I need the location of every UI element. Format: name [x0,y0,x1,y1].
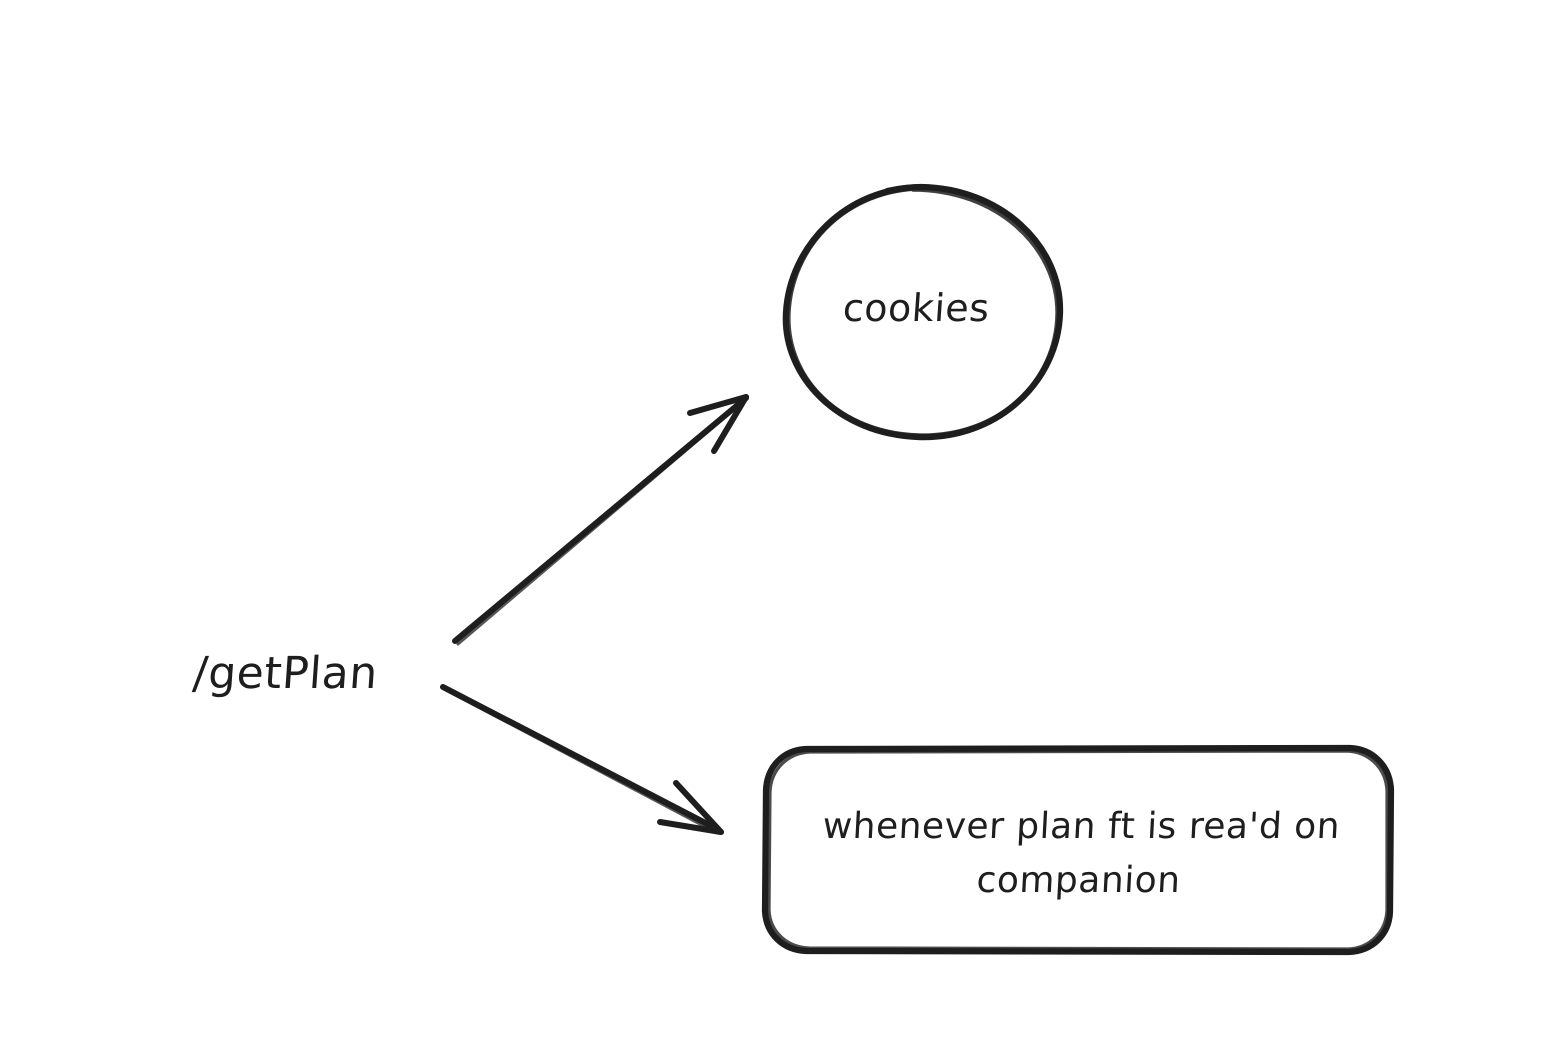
cookies-node-shape[interactable] [782,183,1064,441]
companion-note-line-1: whenever plan ft is rea'd on [821,806,1342,847]
companion-note-line-2: companion [975,860,1182,901]
arrow-getplan-to-companion-note[interactable] [440,684,724,835]
get-plan-label[interactable]: /getPlan [191,648,380,699]
companion-note-shape[interactable] [761,744,1395,956]
cookies-node-label[interactable]: cookies [841,286,992,330]
companion-note-label[interactable]: whenever plan ft is rea'd on companion [787,800,1373,908]
arrow-getplan-to-cookies[interactable] [452,394,749,646]
